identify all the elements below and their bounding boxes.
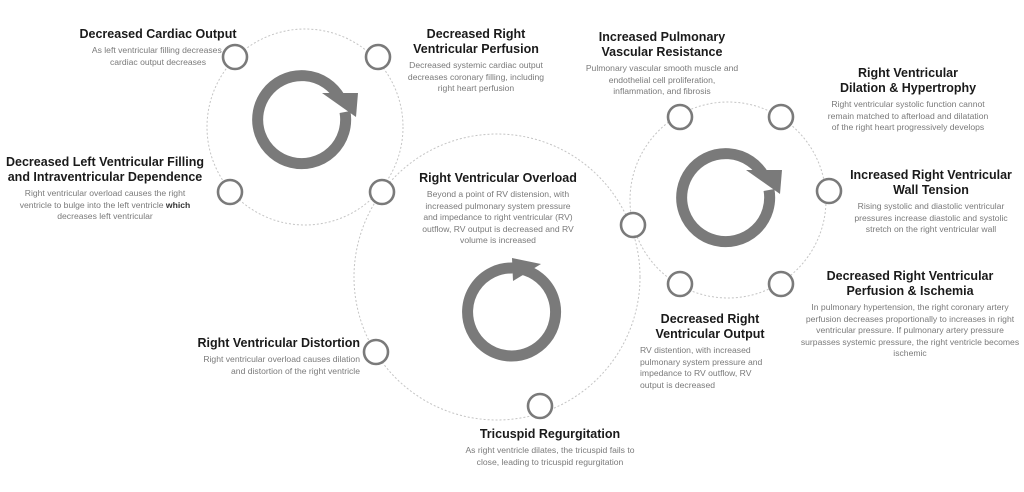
node-description: In pulmonary hypertension, the right cor… [800, 302, 1020, 358]
label-right-ventricular-overload: Right Ventricular Overload Beyond a poin… [408, 171, 588, 247]
node-description: Rising systolic and diastolic ventricula… [854, 201, 1008, 234]
label-decreased-lv-filling: Decreased Left Ventricular Filling and I… [0, 155, 210, 223]
circle-node-icon [767, 103, 795, 131]
node-description: RV distention, with increased pulmonary … [640, 345, 763, 390]
description-text: decreases left ventricular [57, 211, 153, 221]
circle-node-icon [221, 43, 249, 71]
node-description: Decreased systemic cardiac output decrea… [407, 60, 545, 93]
circle-node-icon [362, 338, 390, 366]
node-title: Decreased Cardiac Output [79, 27, 237, 41]
circle-node-icon [666, 103, 694, 131]
label-decreased-rv-perfusion-ischemia: Decreased Right Ventricular Perfusion & … [797, 269, 1023, 360]
node-title: Decreased Right Ventricular Output [655, 312, 765, 341]
node-description: Pulmonary vascular smooth muscle and end… [585, 63, 739, 96]
node-description: Right ventricular overload causes the ri… [0, 188, 210, 223]
circle-node-icon [815, 177, 843, 205]
node-title: Right Ventricular Overload [419, 171, 577, 185]
circle-node-icon [364, 43, 392, 71]
node-title: Right Ventricular Distortion [197, 336, 360, 350]
node-description: As left ventricular filling decreases, c… [91, 45, 225, 67]
node-description: Right ventricular systolic function cann… [827, 99, 989, 132]
node-title: Decreased Right Ventricular Perfusion [413, 27, 539, 56]
circle-node-icon [368, 178, 396, 206]
node-title: Tricuspid Regurgitation [479, 427, 621, 441]
label-decreased-rv-output: Decreased Right Ventricular Output RV di… [640, 312, 780, 391]
circle-node-icon [619, 211, 647, 239]
label-rv-dilation-hypertrophy: Right Ventricular Dilation & Hypertrophy… [808, 66, 1008, 134]
label-right-ventricular-distortion: Right Ventricular Distortion Right ventr… [160, 336, 360, 377]
circle-node-icon [666, 270, 694, 298]
description-emphasis: which [165, 199, 191, 210]
left-cycle-ring [206, 28, 404, 226]
counterclockwise-arrow-icon [462, 258, 562, 362]
node-title: Increased Pulmonary Vascular Resistance [598, 30, 726, 59]
label-decreased-cardiac-output: Decreased Cardiac Output As left ventric… [48, 27, 268, 68]
node-description: Beyond a point of RV distension, with in… [422, 189, 574, 245]
circle-node-icon [216, 178, 244, 206]
node-description: As right ventricle dilates, the tricuspi… [465, 445, 635, 467]
node-title: Right Ventricular Dilation & Hypertrophy [839, 66, 977, 95]
label-increased-rv-wall-tension: Increased Right Ventricular Wall Tension… [846, 168, 1016, 236]
clockwise-arrow-icon [676, 148, 782, 248]
label-decreased-rv-perfusion: Decreased Right Ventricular Perfusion De… [386, 27, 566, 95]
node-title: Decreased Right Ventricular Perfusion & … [826, 269, 994, 298]
description-text: Right ventricular overload causes the ri… [19, 188, 186, 210]
node-description: Right ventricular overload causes dilati… [203, 354, 360, 376]
node-title: Increased Right Ventricular Wall Tension [850, 168, 1012, 197]
clockwise-arrow-icon [252, 70, 358, 170]
label-increased-pvr: Increased Pulmonary Vascular Resistance … [572, 30, 752, 98]
label-tricuspid-regurgitation: Tricuspid Regurgitation As right ventric… [430, 427, 670, 468]
center-cycle-ring [353, 133, 641, 421]
circle-node-icon [767, 270, 795, 298]
node-title: Decreased Left Ventricular Filling and I… [6, 155, 204, 184]
circle-node-icon [526, 392, 554, 420]
